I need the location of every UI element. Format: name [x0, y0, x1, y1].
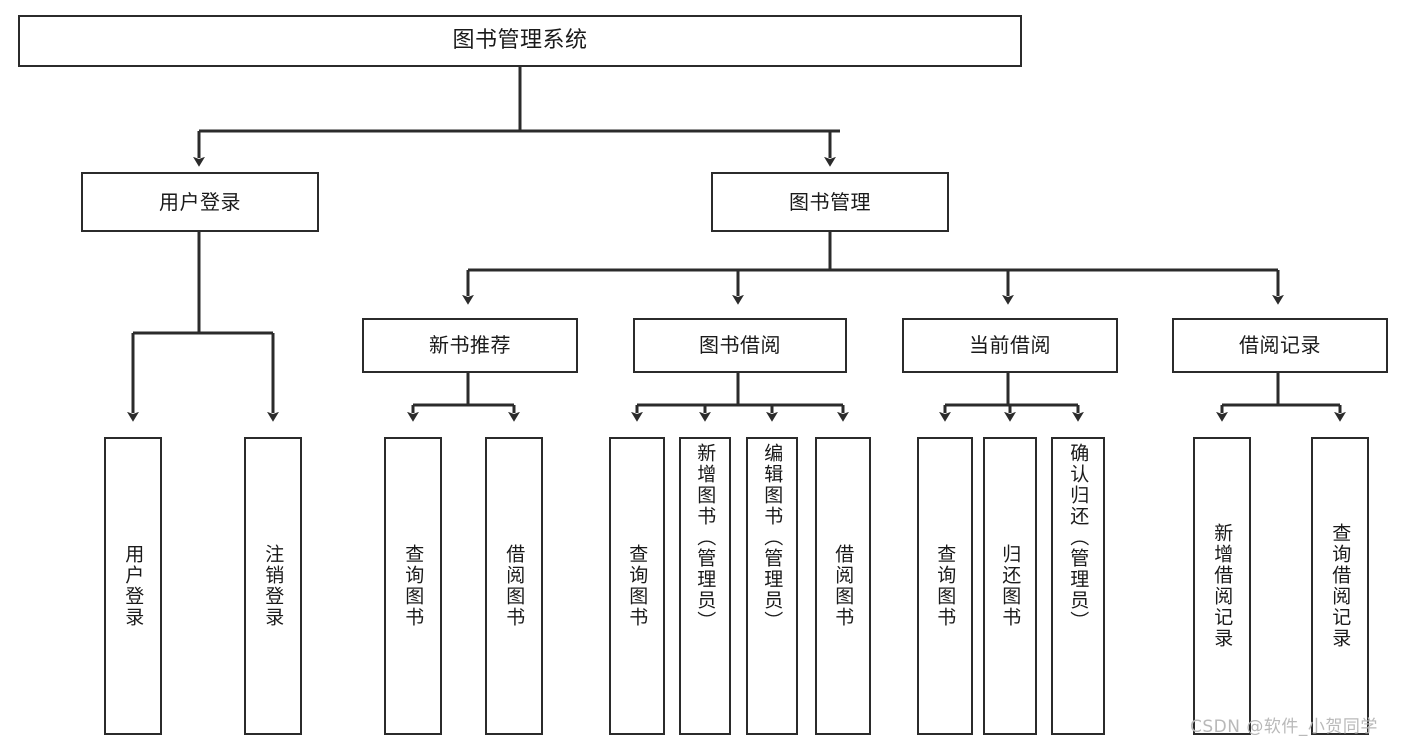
node-label: 确认归还（管理员）: [1067, 443, 1090, 632]
leaf-borrow-query-book[interactable]: 查询图书: [609, 437, 665, 735]
leaf-current-return-book[interactable]: 归还图书: [983, 437, 1037, 735]
leaf-new-book-borrow-book[interactable]: 借阅图书: [485, 437, 543, 735]
node-label: 图书管理系统: [452, 27, 588, 53]
leaf-borrow-borrow-book[interactable]: 借阅图书: [815, 437, 871, 735]
node-user-login[interactable]: 用户登录: [81, 172, 319, 232]
node-label: 借阅图书: [503, 544, 526, 628]
node-label: 新增借阅记录: [1211, 523, 1234, 649]
node-label: 借阅图书: [832, 544, 855, 628]
leaf-borrow-add-book-admin[interactable]: 新增图书（管理员）: [679, 437, 731, 735]
node-label: 查询图书: [626, 544, 649, 628]
node-label: 注销登录: [262, 544, 285, 628]
leaf-borrow-edit-book-admin[interactable]: 编辑图书（管理员）: [746, 437, 798, 735]
node-label: 查询图书: [402, 544, 425, 628]
node-label: 归还图书: [999, 544, 1022, 628]
node-root-book-management-system[interactable]: 图书管理系统: [18, 15, 1022, 67]
leaf-record-query-borrow-record[interactable]: 查询借阅记录: [1311, 437, 1369, 735]
node-label: 图书管理: [789, 189, 871, 214]
node-label: 当前借阅: [969, 333, 1051, 358]
leaf-user-login-logout[interactable]: 注销登录: [244, 437, 302, 735]
node-label: 查询借阅记录: [1329, 523, 1352, 649]
watermark: CSDN @软件_小贺同学: [1190, 717, 1378, 737]
node-book-management[interactable]: 图书管理: [711, 172, 949, 232]
node-label: 新书推荐: [429, 333, 511, 358]
node-label: 用户登录: [122, 544, 145, 628]
node-new-book-recommendation[interactable]: 新书推荐: [362, 318, 578, 373]
node-book-borrowing[interactable]: 图书借阅: [633, 318, 847, 373]
node-current-borrowing[interactable]: 当前借阅: [902, 318, 1118, 373]
leaf-new-book-query-book[interactable]: 查询图书: [384, 437, 442, 735]
node-label: 借阅记录: [1239, 333, 1321, 358]
node-label: 新增图书（管理员）: [694, 443, 717, 632]
leaf-record-add-borrow-record[interactable]: 新增借阅记录: [1193, 437, 1251, 735]
leaf-current-confirm-return-admin[interactable]: 确认归还（管理员）: [1051, 437, 1105, 735]
node-borrow-records[interactable]: 借阅记录: [1172, 318, 1388, 373]
node-label: 编辑图书（管理员）: [761, 443, 784, 632]
node-label: 查询图书: [934, 544, 957, 628]
leaf-user-login-login[interactable]: 用户登录: [104, 437, 162, 735]
node-label: 图书借阅: [699, 333, 781, 358]
node-label: 用户登录: [159, 189, 241, 214]
leaf-current-query-book[interactable]: 查询图书: [917, 437, 973, 735]
